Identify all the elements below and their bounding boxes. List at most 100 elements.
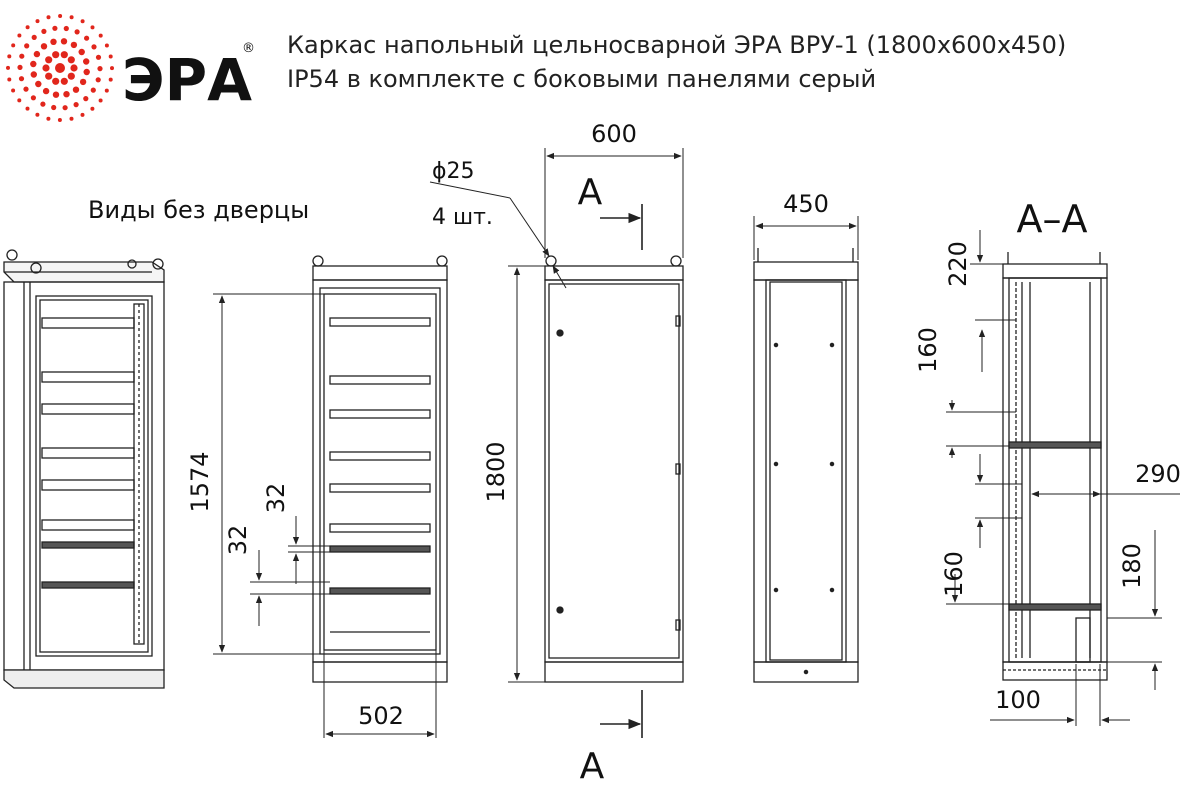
logo-dot <box>83 58 90 65</box>
logo-dot <box>60 38 68 45</box>
logo-dot <box>31 34 37 41</box>
logo-dot <box>52 51 60 59</box>
dim-label-600: 600 <box>591 120 637 148</box>
logo-dot <box>90 106 95 111</box>
logo-dot <box>104 88 109 93</box>
section-marker-top: А <box>578 172 603 213</box>
logo-dot <box>91 44 97 50</box>
dimension-1574 <box>213 293 324 655</box>
logo-dot <box>35 80 42 88</box>
side-view <box>753 248 859 683</box>
logo-registered-mark: ® <box>242 41 255 56</box>
front-view-closed <box>544 255 684 683</box>
logo-dot <box>60 77 68 85</box>
logo-dot <box>11 43 16 48</box>
logo-dot <box>17 33 22 38</box>
logo-dot <box>30 71 37 78</box>
logo-dot <box>52 77 60 85</box>
logo-dot <box>33 50 41 58</box>
dim-label-450: 450 <box>783 190 829 218</box>
logo-dot <box>84 35 90 41</box>
hole-diameter-label: ϕ25 <box>432 159 475 184</box>
logo-dot <box>95 54 102 60</box>
hole-count-label: 4 шт. <box>432 205 493 230</box>
logo-dot <box>23 86 29 92</box>
logo-dot <box>70 64 78 72</box>
logo-dot <box>80 112 85 117</box>
logo-dot <box>67 56 75 64</box>
section-cut-line <box>600 204 643 738</box>
dim-label-160-top: 160 <box>914 327 942 373</box>
era-logo: ЭРА ® <box>6 14 255 122</box>
logo-dot <box>19 53 25 59</box>
logo-dot <box>98 98 103 103</box>
section-title: А–А <box>1017 197 1088 241</box>
logo-dot <box>45 72 53 80</box>
dimension-502 <box>323 650 437 738</box>
dimension-1800 <box>508 265 545 683</box>
logo-dot <box>98 33 103 38</box>
logo-dot <box>11 88 16 93</box>
logo-dot <box>24 43 30 49</box>
logo-dot <box>42 87 50 95</box>
logo-dot <box>69 15 74 20</box>
logo-dot <box>52 91 60 98</box>
logo-dot <box>40 101 46 107</box>
logo-dot <box>108 54 113 59</box>
dim-label-160-bottom: 160 <box>940 551 968 597</box>
dim-label-1800: 1800 <box>482 441 510 502</box>
dimension-450 <box>753 216 859 260</box>
dim-label-1574: 1574 <box>186 451 214 512</box>
logo-dot <box>25 25 30 30</box>
logo-dot <box>58 14 63 18</box>
logo-dot <box>97 66 103 72</box>
front-view-open <box>312 255 448 683</box>
product-title-line-1: Каркас напольный цельносварной ЭРА ВРУ-1… <box>287 31 1067 59</box>
logo-dot <box>18 76 25 82</box>
logo-dot <box>40 43 48 50</box>
logo-dot <box>45 56 53 64</box>
logo-dot <box>35 112 40 117</box>
logo-dot <box>7 77 12 82</box>
section-dimensions <box>946 230 1180 726</box>
logo-dot <box>74 29 80 35</box>
logo-dot <box>41 28 47 34</box>
dim-label-180: 180 <box>1118 543 1146 589</box>
logo-dot <box>70 41 78 49</box>
logo-dot <box>35 19 40 24</box>
logo-dot <box>95 77 101 83</box>
logo-dot <box>52 25 58 31</box>
logo-dot <box>104 43 109 48</box>
logo-dot <box>50 38 57 45</box>
dimension-32-rails <box>250 516 330 626</box>
logo-dot <box>30 95 36 101</box>
product-title-line-2: IP54 в комплекте с боковыми панелями сер… <box>287 65 877 93</box>
section-marker-bottom: А <box>580 746 605 787</box>
isometric-view <box>3 249 165 689</box>
logo-burst-icon <box>6 14 114 122</box>
logo-dot <box>110 66 114 71</box>
dim-label-220: 220 <box>944 241 972 287</box>
logo-dot <box>83 68 90 76</box>
logo-dot <box>73 102 79 108</box>
logo-dot <box>69 116 74 121</box>
logo-dot <box>67 72 75 80</box>
logo-wordmark: ЭРА <box>122 46 252 114</box>
logo-dot <box>78 48 85 56</box>
logo-dot <box>108 77 113 82</box>
dim-label-100: 100 <box>995 686 1041 714</box>
logo-dot <box>7 54 12 59</box>
hole-leader <box>429 181 567 289</box>
dimension-600 <box>544 148 684 258</box>
dim-label-32-outer: 32 <box>224 525 252 556</box>
product-title: Каркас напольный цельносварной ЭРА ВРУ-1… <box>287 28 1066 96</box>
logo-dot <box>63 91 70 98</box>
logo-dot <box>57 118 62 122</box>
logo-dot <box>90 25 95 30</box>
logo-dot <box>63 25 69 32</box>
logo-dot <box>72 86 80 93</box>
logo-dot <box>42 64 50 72</box>
logo-dot <box>62 105 68 111</box>
logo-dot <box>90 87 96 93</box>
logo-dot <box>6 65 10 70</box>
